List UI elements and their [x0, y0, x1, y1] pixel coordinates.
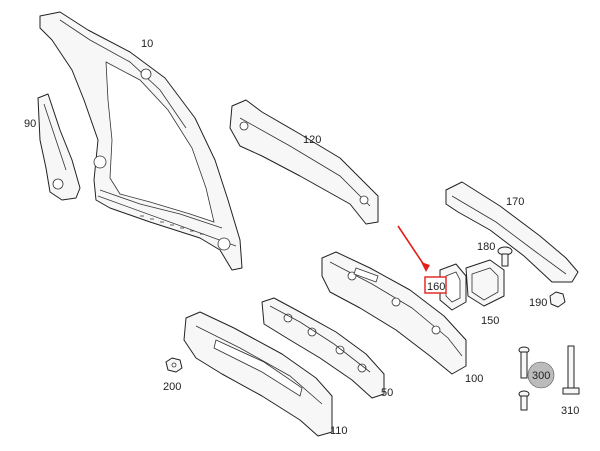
label-180: 180 — [477, 241, 495, 253]
label-170: 170 — [506, 196, 524, 208]
part-100-rear-panel[interactable] — [321, 251, 467, 375]
label-160: 160 — [427, 281, 445, 293]
label-50: 50 — [381, 387, 393, 399]
part-300-badge — [527, 361, 555, 389]
part-310-bolt[interactable] — [562, 345, 580, 395]
part-110-lower-panel[interactable] — [183, 311, 333, 437]
part-10-side-frame[interactable] — [39, 11, 243, 271]
part-150-bracket[interactable] — [465, 259, 505, 307]
highlight-box-160 — [424, 276, 447, 294]
part-190-nut[interactable] — [549, 291, 566, 308]
label-310: 310 — [561, 405, 579, 417]
part-50-cross-member[interactable] — [261, 297, 385, 399]
highlight-arrow — [397, 225, 430, 272]
label-150: 150 — [481, 315, 499, 327]
label-200: 200 — [163, 381, 181, 393]
part-120-rail[interactable] — [229, 99, 379, 225]
label-90: 90 — [24, 118, 36, 130]
part-170-beam[interactable] — [445, 181, 579, 283]
label-300: 300 — [532, 370, 550, 382]
label-100: 100 — [465, 373, 483, 385]
part-200-nut[interactable] — [165, 357, 183, 373]
label-110: 110 — [330, 425, 348, 437]
part-180-bolt[interactable] — [497, 246, 513, 267]
label-120: 120 — [303, 134, 321, 146]
label-190: 190 — [529, 297, 547, 309]
label-10: 10 — [141, 38, 153, 50]
part-90-pillar[interactable] — [37, 93, 81, 201]
part-300-screws[interactable] — [518, 346, 555, 411]
part-160-gasket[interactable] — [439, 263, 467, 311]
